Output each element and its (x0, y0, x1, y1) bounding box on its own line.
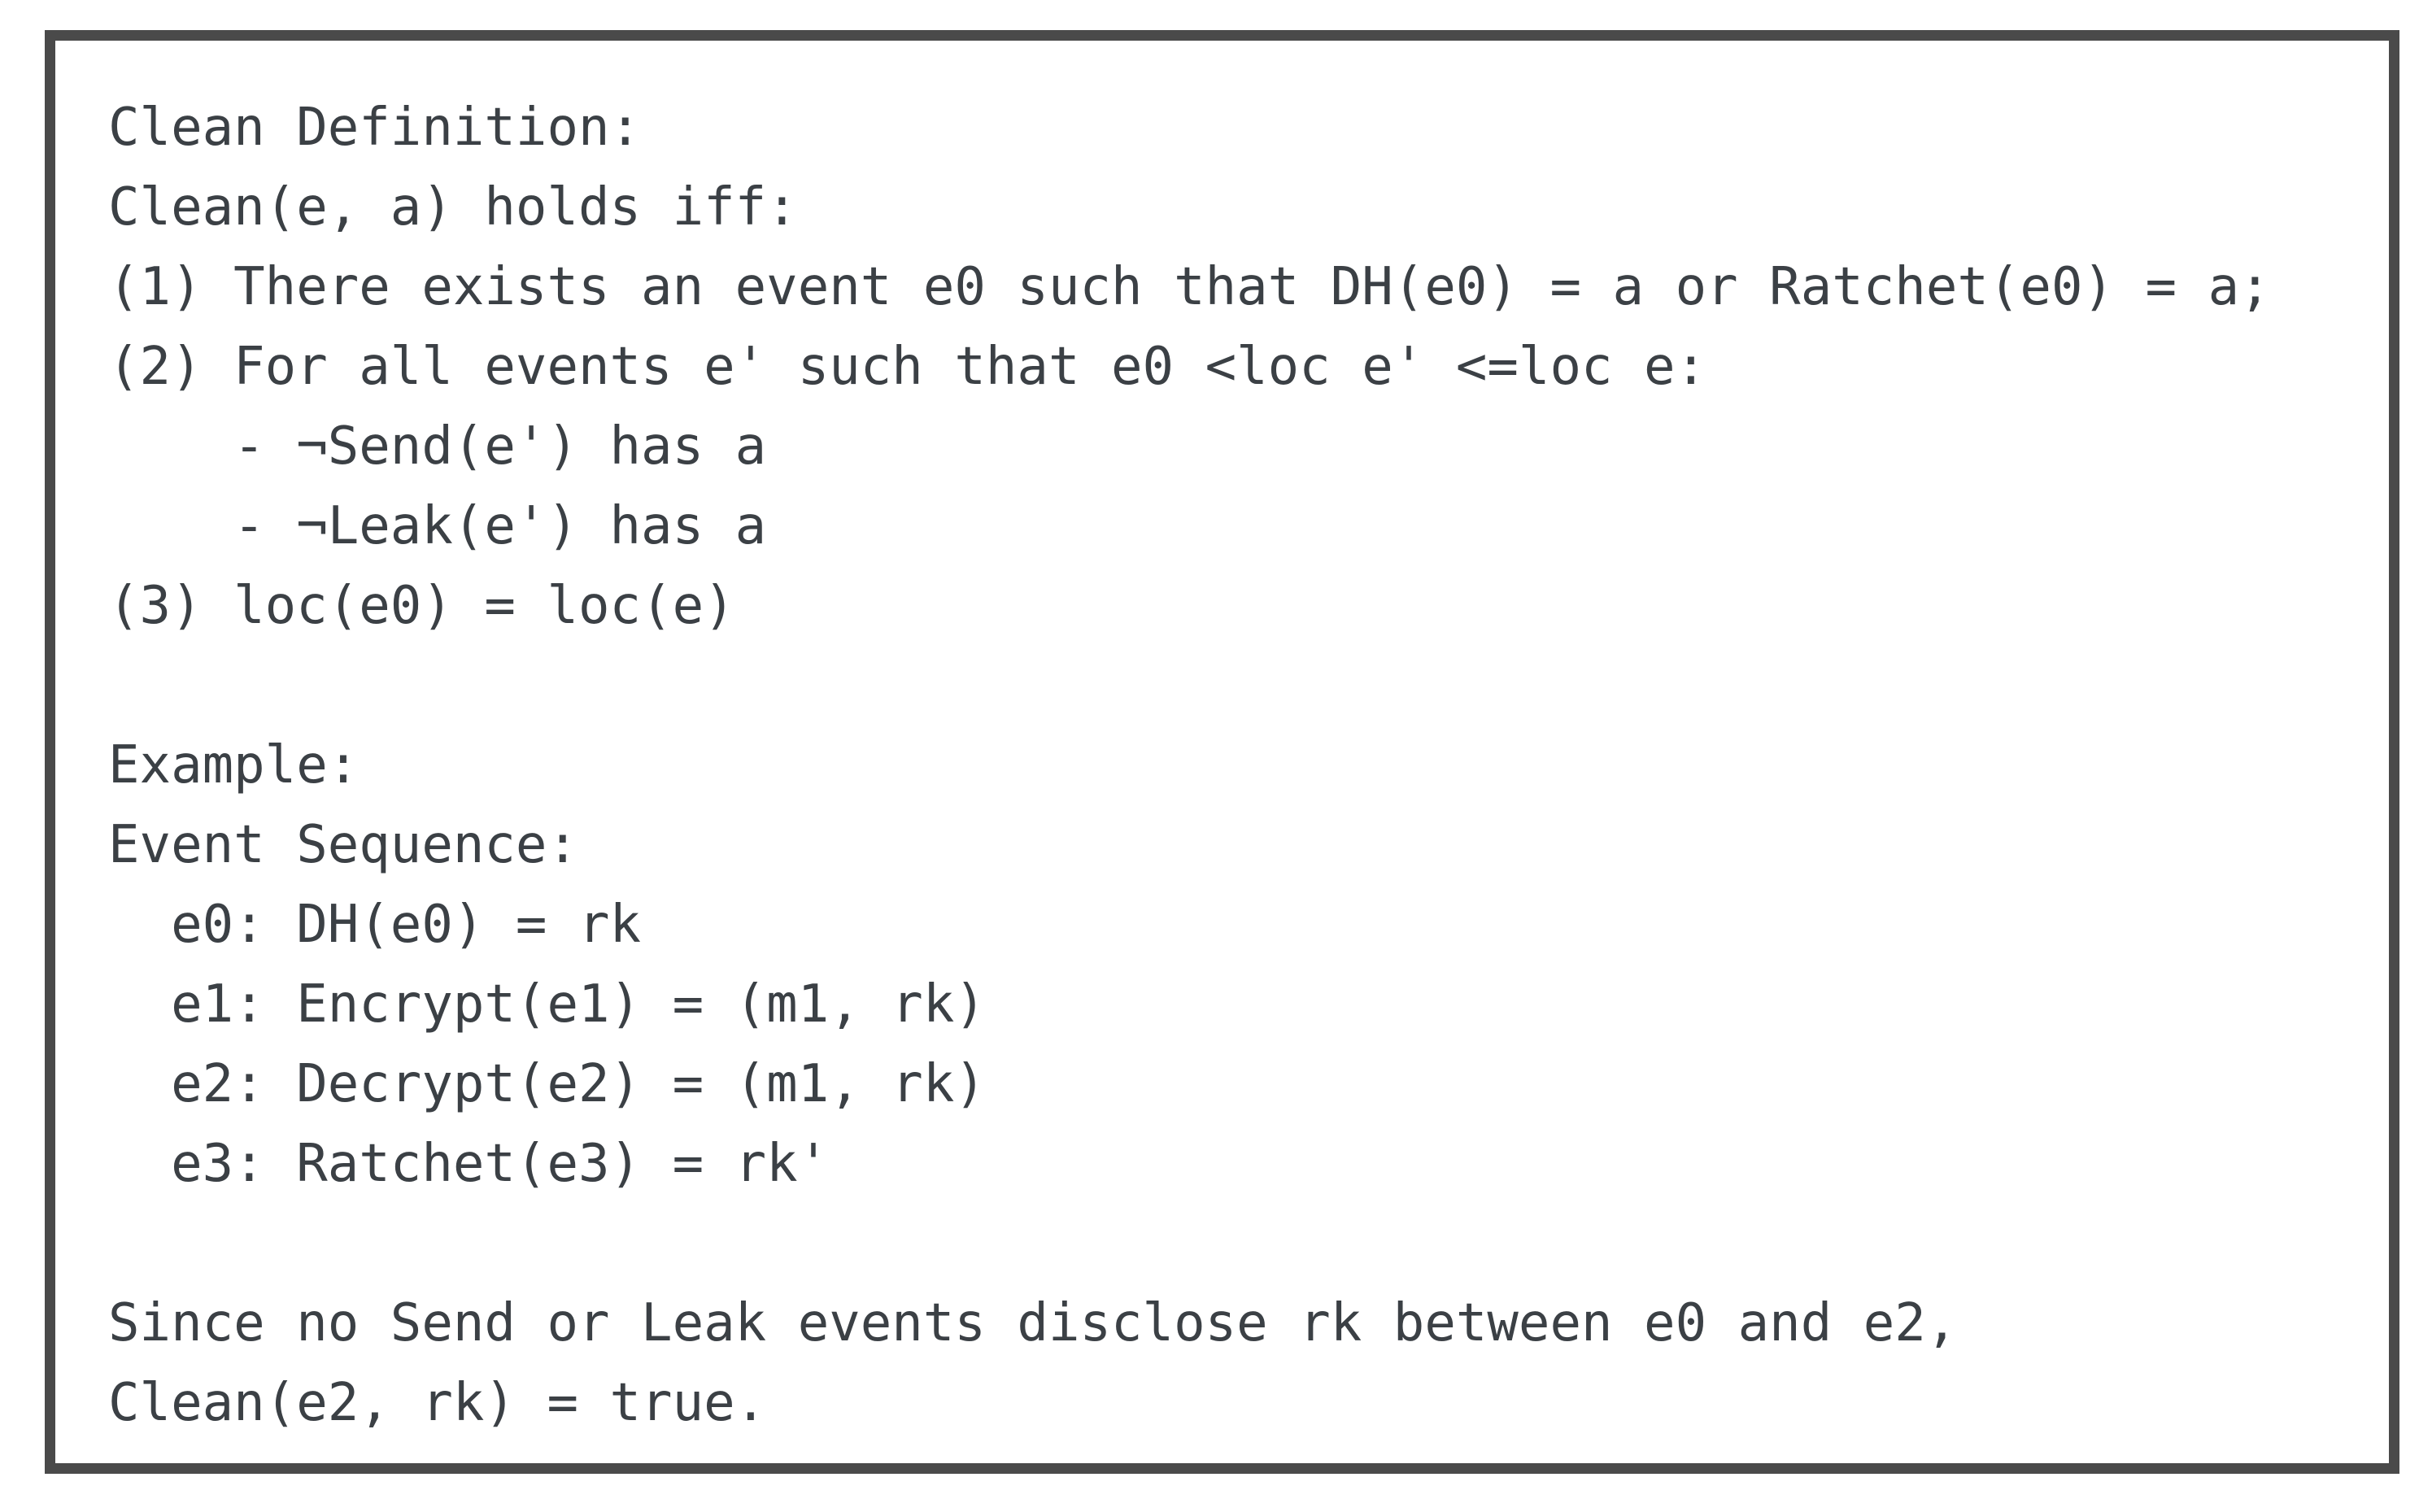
definition-text: Clean Definition: Clean(e, a) holds iff:… (108, 98, 2271, 1433)
definition-panel: Clean Definition: Clean(e, a) holds iff:… (45, 30, 2399, 1474)
